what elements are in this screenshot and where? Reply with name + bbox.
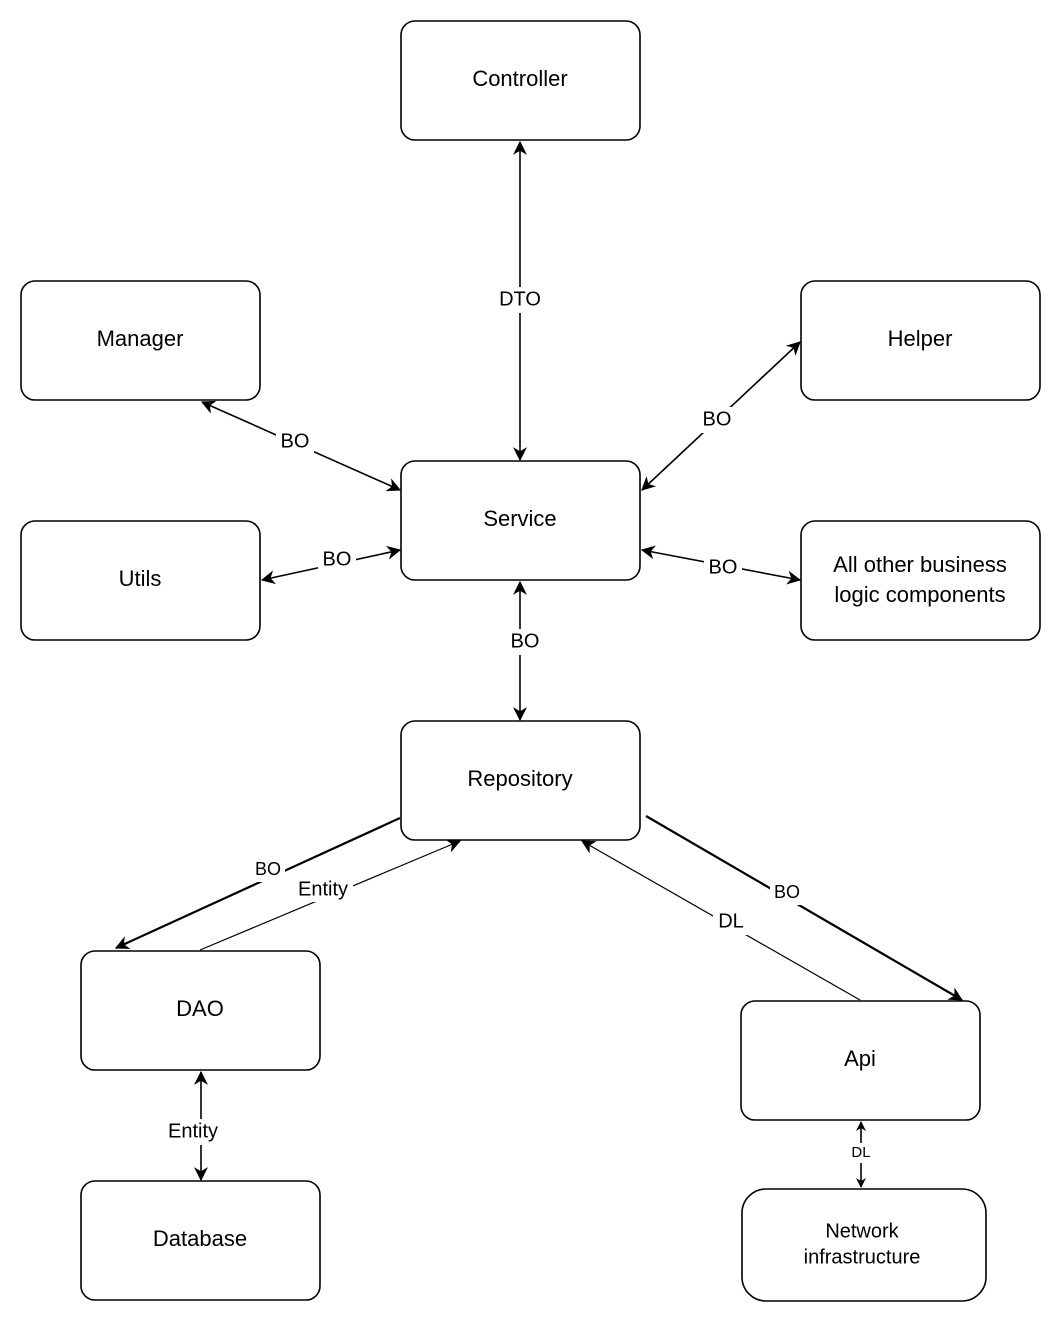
edge-api-network: DL <box>849 1121 873 1188</box>
node-network[interactable]: Network infrastructure <box>741 1188 987 1302</box>
edge-repository-api: BO <box>645 815 964 1001</box>
node-controller-label: Controller <box>472 66 567 91</box>
node-network-label-line1: Network <box>825 1220 899 1242</box>
edge-label-utils-bo: BO <box>323 548 352 570</box>
node-dao[interactable]: DAO <box>80 950 321 1071</box>
edge-manager-service: BO <box>200 400 402 492</box>
edge-label-api-dl: DL <box>718 910 744 932</box>
node-other-components-label-line2: logic components <box>834 582 1005 607</box>
node-other-components-label-line1: All other business <box>833 552 1007 577</box>
node-database[interactable]: Database <box>80 1180 321 1301</box>
node-manager[interactable]: Manager <box>20 280 261 401</box>
node-service[interactable]: Service <box>400 460 641 581</box>
edge-dao-database: Entity <box>163 1070 223 1182</box>
edge-label-database-entity: Entity <box>168 1120 218 1142</box>
node-network-label-line2: infrastructure <box>804 1246 921 1268</box>
node-api[interactable]: Api <box>740 1000 981 1121</box>
node-repository[interactable]: Repository <box>400 720 641 841</box>
node-manager-label: Manager <box>97 326 184 351</box>
edge-dao-repository: Entity <box>199 839 462 951</box>
node-repository-label: Repository <box>467 766 572 791</box>
node-dao-label: DAO <box>176 996 224 1021</box>
edge-label-dto: DTO <box>499 288 541 310</box>
edge-label-helper-bo: BO <box>703 408 732 430</box>
edge-utils-service: BO <box>260 545 402 585</box>
edge-helper-service: BO <box>641 341 801 491</box>
edge-label-api-bo: BO <box>774 882 800 902</box>
edge-label-repository-bo: BO <box>511 630 540 652</box>
edge-label-dao-entity: Entity <box>298 878 348 900</box>
edge-other-service: BO <box>640 545 802 585</box>
edge-repository-dao: BO <box>114 816 401 950</box>
node-other-components[interactable]: All other business logic components <box>800 520 1041 641</box>
node-controller[interactable]: Controller <box>400 20 641 141</box>
edge-service-repository: BO <box>506 580 544 722</box>
node-api-label: Api <box>844 1046 876 1071</box>
node-helper[interactable]: Helper <box>800 280 1041 401</box>
edge-label-other-bo: BO <box>709 556 738 578</box>
node-utils-label: Utils <box>119 566 162 591</box>
edge-label-manager-bo: BO <box>281 430 310 452</box>
node-service-label: Service <box>483 506 556 531</box>
edge-label-network-dl: DL <box>851 1144 870 1161</box>
edge-controller-service: DTO <box>494 140 546 462</box>
edge-api-repository: DL <box>580 840 861 1001</box>
node-utils[interactable]: Utils <box>20 520 261 641</box>
node-database-label: Database <box>153 1226 247 1251</box>
node-helper-label: Helper <box>888 326 953 351</box>
edge-label-dao-bo: BO <box>255 859 281 879</box>
